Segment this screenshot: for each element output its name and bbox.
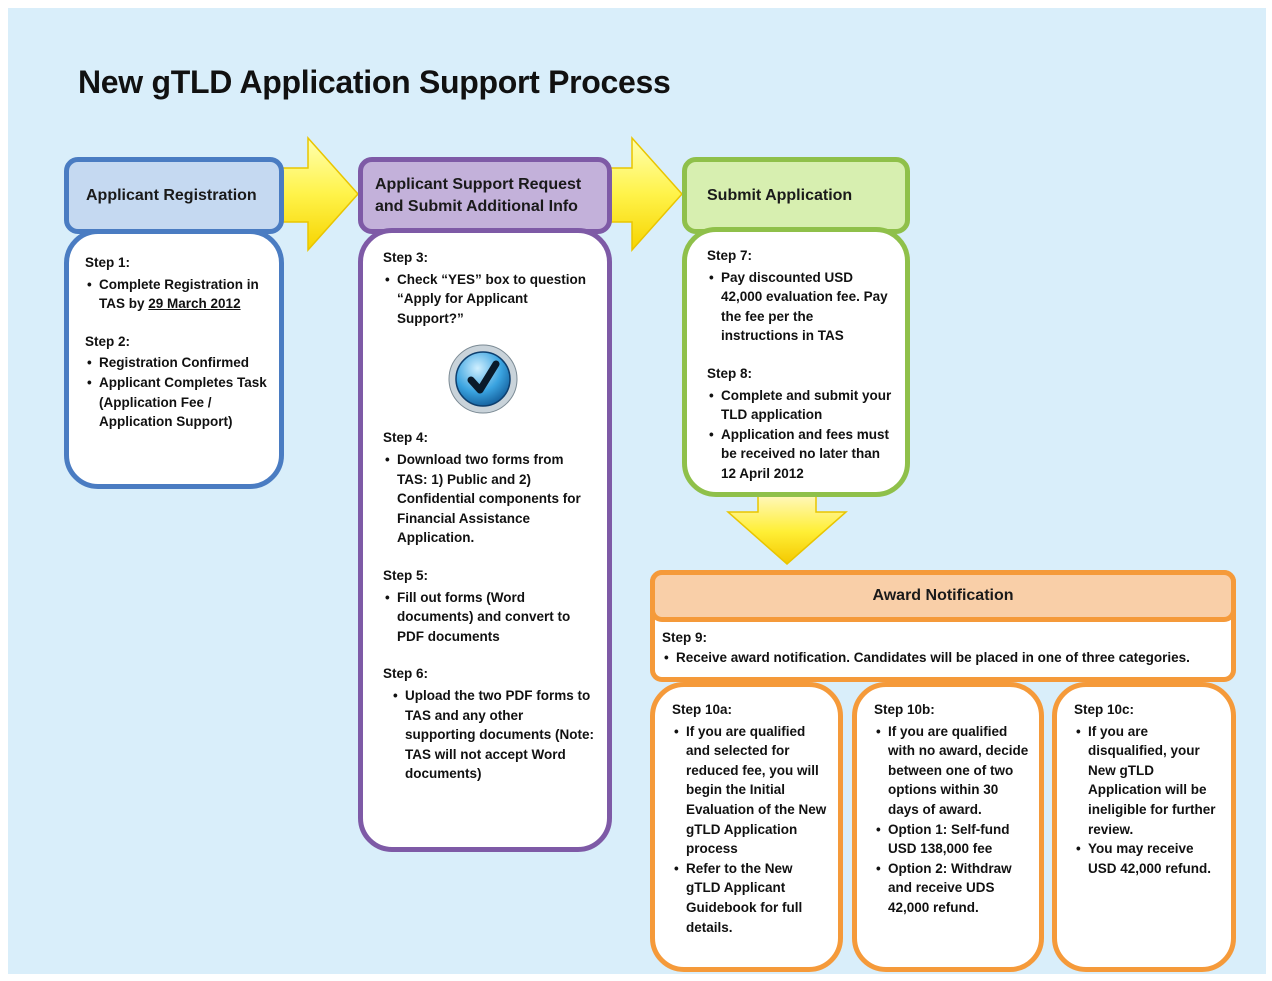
step10a-label: Step 10a: (672, 702, 733, 717)
step10c-item: If you are disqualified, your New gTLD A… (1076, 722, 1221, 840)
step8-item: Complete and submit your TLD application (709, 386, 893, 425)
step10b-item: Option 1: Self-fund USD 138,000 fee (876, 820, 1031, 859)
step1-item: Complete Registration in TAS by 29 March… (87, 275, 267, 314)
step9-label: Step 9: (662, 630, 708, 645)
step10c-item: You may receive USD 42,000 refund. (1076, 839, 1221, 878)
step3-label: Step 3: (383, 250, 429, 265)
step7-label: Step 7: (707, 248, 753, 263)
arrow-down (726, 491, 848, 565)
header-applicant-support-request: Applicant Support Request and Submit Add… (358, 157, 612, 234)
page-title: New gTLD Application Support Process (78, 64, 671, 100)
step9-item: Receive award notification. Candidates w… (664, 648, 1230, 668)
card-step10b: Step 10b: If you are qualified with no a… (852, 682, 1044, 972)
step10c-label: Step 10c: (1074, 702, 1135, 717)
step3-item: Check “YES” box to question “Apply for A… (385, 270, 595, 329)
checkmark-icon (448, 344, 518, 414)
step1-label: Step 1: (85, 255, 131, 270)
header-award-notification-label: Award Notification (872, 587, 1014, 604)
step10b-item: If you are qualified with no award, deci… (876, 722, 1031, 820)
step4-item: Download two forms from TAS: 1) Public a… (385, 450, 595, 548)
step8-item: Application and fees must be received no… (709, 425, 893, 484)
step5-item: Fill out forms (Word documents) and conv… (385, 588, 595, 647)
step8-label: Step 8: (707, 365, 753, 381)
step2-label: Step 2: (85, 333, 131, 349)
header-award-notification: Award Notification (650, 570, 1236, 622)
card-step10c: Step 10c: If you are disqualified, your … (1052, 682, 1236, 972)
step6-label: Step 6: (383, 666, 429, 682)
step2-item: Registration Confirmed (87, 353, 267, 373)
step1-date: 29 March 2012 (148, 296, 241, 312)
header-submit-application-label: Submit Application (707, 186, 853, 204)
header-applicant-registration: Applicant Registration (64, 157, 284, 234)
header-applicant-support-request-label: Applicant Support Request and Submit Add… (375, 175, 582, 215)
step1-text: Complete Registration in TAS by (99, 276, 259, 312)
header-submit-application: Submit Application (682, 157, 910, 234)
arrow-right-2 (605, 136, 684, 252)
step10b-label: Step 10b: (874, 702, 935, 717)
step4-label: Step 4: (383, 430, 429, 446)
step10a-item: Refer to the New gTLD Applicant Guideboo… (674, 859, 830, 937)
step9-block: Step 9: Receive award notification. Cand… (662, 628, 1230, 668)
step2-item: Applicant Completes Task (Application Fe… (87, 373, 267, 432)
header-applicant-registration-label: Applicant Registration (86, 186, 257, 204)
step10b-item: Option 2: Withdraw and receive UDS 42,00… (876, 859, 1031, 918)
step6-item: Upload the two PDF forms to TAS and any … (393, 686, 595, 784)
arrow-right-1 (281, 136, 360, 252)
step5-label: Step 5: (383, 567, 429, 583)
step7-item: Pay discounted USD 42,000 evaluation fee… (709, 268, 893, 346)
step10a-item: If you are qualified and selected for re… (674, 722, 830, 859)
card-applicant-support-request: Step 3: Check “YES” box to question “App… (358, 228, 612, 852)
card-submit-application: Step 7: Pay discounted USD 42,000 evalua… (682, 227, 910, 497)
card-step10a: Step 10a: If you are qualified and selec… (650, 682, 843, 972)
card-applicant-registration: Step 1: Complete Registration in TAS by … (64, 229, 284, 489)
